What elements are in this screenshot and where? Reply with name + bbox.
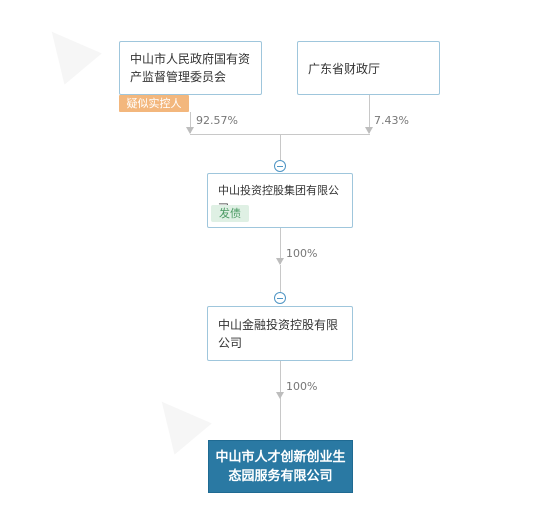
share-percent: 7.43% (374, 114, 409, 127)
share-percent: 100% (286, 380, 318, 393)
connector-line (280, 228, 281, 264)
collapse-toggle-icon[interactable] (274, 292, 286, 304)
share-percent: 92.57% (196, 114, 238, 127)
target-name-line1: 中山市人才创新创业生 (215, 450, 346, 465)
connector-line (190, 112, 191, 133)
watermark: ▲ (132, 373, 217, 461)
watermark: ▲ (22, 3, 107, 91)
company-name-line2: 公司 (218, 336, 243, 350)
connector-line (369, 95, 370, 133)
target-company-node[interactable]: 中山市人才创新创业生 态园服务有限公司 (208, 440, 353, 493)
collapse-toggle-icon[interactable] (274, 160, 286, 172)
connector-line (280, 134, 281, 160)
shareholder-node-gov-sasac[interactable]: 中山市人民政府国有资 产监督管理委员会 (119, 41, 262, 95)
connector-line (280, 265, 281, 292)
shareholder-name: 广东省财政厅 (308, 62, 381, 76)
shareholder-name-line1: 中山市人民政府国有资 (130, 52, 251, 66)
actual-controller-tag: 疑似实控人 (119, 95, 189, 112)
connector-line (280, 361, 281, 440)
arrow-down-icon (186, 127, 194, 134)
company-name-line1: 中山金融投资控股有限 (218, 318, 339, 332)
shareholder-name-line2: 产监督管理委员会 (130, 70, 227, 84)
arrow-down-icon (276, 392, 284, 399)
share-percent: 100% (286, 247, 318, 260)
bond-issuer-tag: 发债 (211, 205, 249, 222)
arrow-down-icon (276, 258, 284, 265)
target-name-line2: 态园服务有限公司 (228, 469, 333, 484)
company-node-zhongshan-financial-holding[interactable]: 中山金融投资控股有限 公司 (207, 306, 353, 361)
arrow-down-icon (365, 127, 373, 134)
shareholder-node-finance-dept[interactable]: 广东省财政厅 (297, 41, 440, 95)
